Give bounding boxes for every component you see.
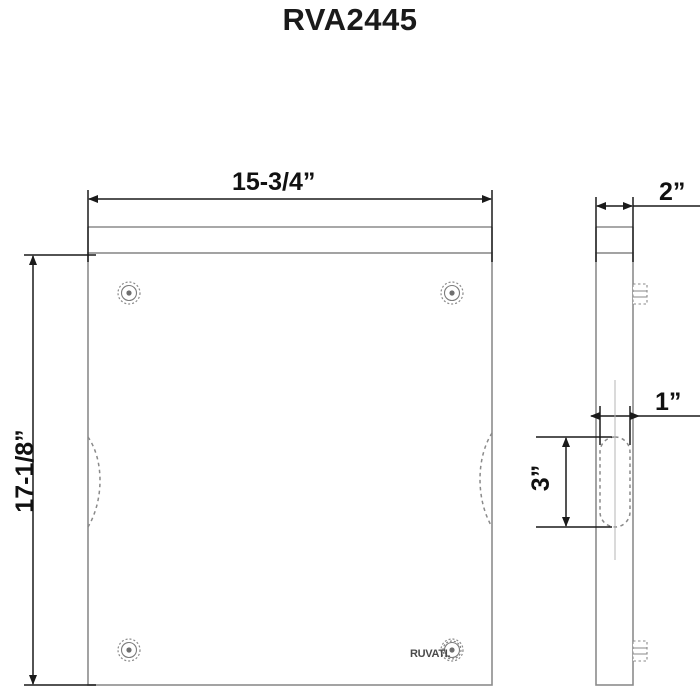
front-fastener-top-right: [440, 281, 464, 305]
dimension-overall-height: [24, 254, 96, 686]
hidden-slot-edge-left: [87, 436, 101, 528]
brand-wordmark: RUVATI.: [410, 648, 451, 660]
dimension-slot-height: [536, 436, 612, 528]
dimension-label-overall-width: 15-3/4”: [232, 168, 316, 196]
page-title: RVA2445: [282, 2, 418, 37]
hidden-slot-edge-right: [479, 432, 493, 528]
dimension-label-overall-height: 17-1/8”: [11, 429, 39, 513]
front-panel-outline: [87, 252, 493, 686]
dimension-overall-depth: [595, 197, 700, 262]
side-fastener-upper: [632, 283, 648, 305]
brand-logo-mark: [442, 640, 462, 660]
side-fastener-lower: [632, 640, 648, 662]
dimension-label-overall-depth: 2”: [659, 178, 686, 206]
front-view-panel: [87, 226, 493, 686]
front-fastener-top-left: [117, 281, 141, 305]
dimension-label-slot-width: 1”: [655, 388, 682, 416]
dimension-label-slot-height: 3”: [527, 464, 555, 492]
front-hidden-slot-edges: [87, 432, 493, 528]
front-fastener-bottom-right: [440, 638, 464, 662]
front-fastener-bottom-left: [117, 638, 141, 662]
dimension-overall-width: [87, 190, 493, 262]
